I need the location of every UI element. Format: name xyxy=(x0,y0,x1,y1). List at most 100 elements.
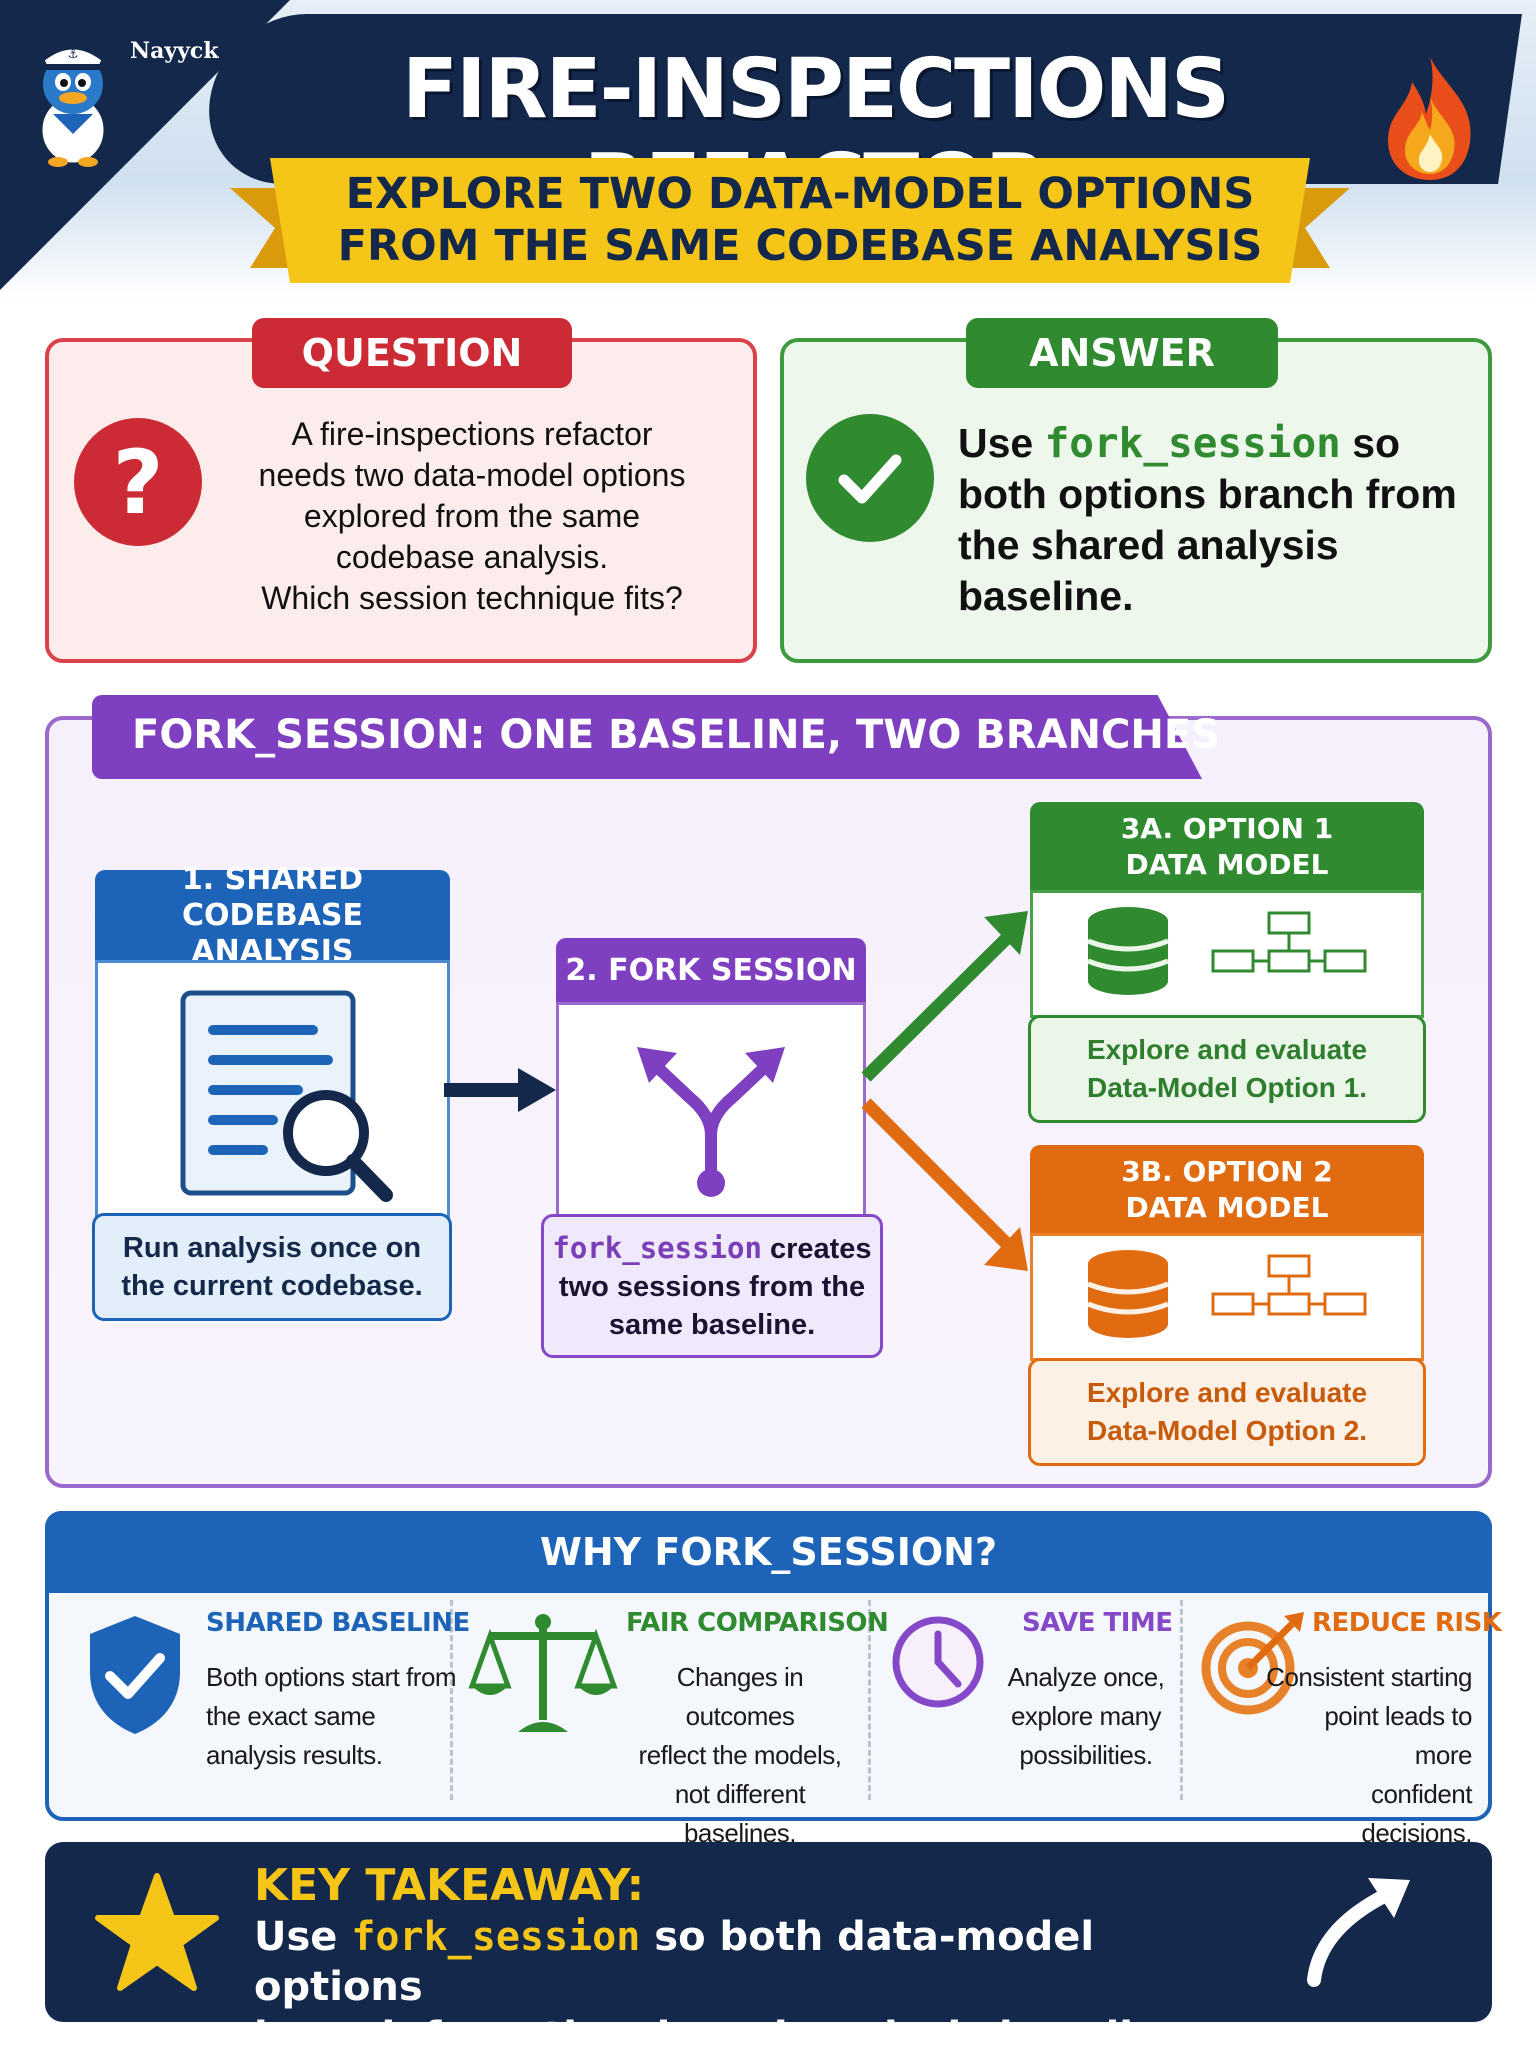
takeaway-panel xyxy=(45,1842,1492,2022)
subtitle-line-2: FROM THE SAME CODEBASE ANALYSIS xyxy=(337,221,1263,271)
why-item-3-text: Analyze once, explore many possibilities… xyxy=(996,1658,1176,1775)
option2-caption: Explore and evaluate Data-Model Option 2… xyxy=(1028,1358,1426,1466)
step1-header: 1. SHARED CODEBASE ANALYSIS xyxy=(95,862,450,969)
svg-text:⚓: ⚓ xyxy=(68,47,79,61)
why-item-1-line-3: analysis results. xyxy=(206,1740,383,1770)
arrow-to-option2-head xyxy=(984,1227,1028,1271)
step1-caption-line-2: the current codebase. xyxy=(121,1270,423,1302)
option2-title-line-1: 3B. OPTION 2 xyxy=(1121,1155,1333,1188)
step1-title-line-1: 1. SHARED CODEBASE xyxy=(181,862,364,933)
answer-tag: ANSWER xyxy=(966,318,1278,388)
step1-caption: Run analysis once on the current codebas… xyxy=(92,1213,452,1321)
fork-branch-icon xyxy=(637,1047,785,1197)
step1-caption-line-1: Run analysis once on xyxy=(122,1232,422,1264)
question-tag: QUESTION xyxy=(252,318,572,388)
option1-body xyxy=(1030,890,1424,1018)
why-item-4-title: REDUCE RISK xyxy=(1312,1608,1502,1638)
step1-body xyxy=(95,960,450,1218)
question-line-5: Which session technique fits? xyxy=(261,580,683,616)
why-item-1-title: SHARED BASELINE xyxy=(206,1608,470,1638)
why-divider xyxy=(1180,1600,1183,1800)
step2-caption-code: fork_session xyxy=(552,1230,762,1265)
question-line-2: needs two data-model options xyxy=(258,457,686,493)
database-icon xyxy=(1087,907,1169,995)
step2-header: 2. FORK SESSION xyxy=(556,938,866,1004)
takeaway-line-2: branch from the shared analysis baseline… xyxy=(254,2014,1204,2048)
step2-body xyxy=(556,1002,866,1224)
question-line-1: A fire-inspections refactor xyxy=(291,416,653,452)
why-item-2-line-1: Changes in outcomes xyxy=(676,1662,804,1731)
takeaway-code: fork_session xyxy=(351,1914,641,1960)
option2-title-line-2: DATA MODEL xyxy=(1125,1191,1329,1224)
why-item-3-title: SAVE TIME xyxy=(1022,1608,1173,1638)
why-item-2-line-2: reflect the models, xyxy=(638,1740,842,1770)
why-item-1-line-1: Both options start from xyxy=(206,1662,457,1692)
takeaway-title: KEY TAKEAWAY: xyxy=(254,1860,645,1911)
takeaway-text: Use fork_session so both data-model opti… xyxy=(254,1912,1254,2048)
schema-diagram-icon xyxy=(1211,1254,1367,1316)
why-item-2-text: Changes in outcomes reflect the models, … xyxy=(620,1658,860,1853)
answer-suffix: so both options branch from the shared a… xyxy=(958,420,1457,619)
subtitle: EXPLORE TWO DATA-MODEL OPTIONS FROM THE … xyxy=(300,168,1300,272)
option1-caption-line-1: Explore and evaluate xyxy=(1086,1034,1368,1065)
subtitle-line-1: EXPLORE TWO DATA-MODEL OPTIONS xyxy=(345,169,1255,219)
arrow-right-icon xyxy=(444,1068,556,1112)
database-icon xyxy=(1087,1250,1169,1338)
option1-header: 3A. OPTION 1 DATA MODEL xyxy=(1030,802,1424,892)
step2-caption-line-2: two sessions from the xyxy=(558,1270,866,1303)
why-item-4-line-1: Consistent starting xyxy=(1266,1662,1472,1692)
why-divider xyxy=(868,1600,871,1800)
fire-icon xyxy=(1388,57,1471,180)
question-line-3: explored from the same xyxy=(303,498,641,534)
arrow-to-option1-head xyxy=(984,911,1028,955)
checkmark-icon xyxy=(806,414,934,542)
question-line-4: codebase analysis. xyxy=(335,539,609,575)
arrow-to-option1 xyxy=(862,930,1015,1082)
fork-title: FORK_SESSION: ONE BASELINE, TWO BRANCHES xyxy=(132,712,1220,758)
takeaway-suffix: so both data-model options xyxy=(254,1914,1095,2010)
why-item-3-line-3: possibilities. xyxy=(1019,1740,1153,1770)
option1-caption-line-2: Data-Model Option 1. xyxy=(1086,1072,1367,1103)
option2-icons xyxy=(1087,1250,1367,1338)
option1-icons xyxy=(1087,907,1367,995)
why-divider xyxy=(450,1600,453,1800)
why-item-3-line-1: Analyze once, xyxy=(1007,1662,1165,1692)
option2-header: 3B. OPTION 2 DATA MODEL xyxy=(1030,1145,1424,1235)
schema-diagram-icon xyxy=(1211,911,1367,973)
branch-arrows xyxy=(862,911,1028,1271)
why-item-4-line-2: point leads to more xyxy=(1324,1701,1472,1770)
star-icon xyxy=(95,1873,219,1991)
shield-check-icon xyxy=(90,1616,180,1734)
why-item-4-text: Consistent starting point leads to more … xyxy=(1262,1658,1472,1853)
why-item-3-line-2: explore many xyxy=(1010,1701,1162,1731)
option1-caption: Explore and evaluate Data-Model Option 1… xyxy=(1028,1015,1426,1123)
option1-title-line-1: 3A. OPTION 1 xyxy=(1120,812,1334,845)
step2-caption-line-3: same baseline. xyxy=(608,1308,816,1341)
answer-prefix: Use xyxy=(958,420,1045,466)
scales-icon xyxy=(468,1614,618,1732)
question-text: A fire-inspections refactor needs two da… xyxy=(212,414,732,619)
clock-icon xyxy=(892,1616,984,1708)
curved-arrow-icon xyxy=(1307,1878,1410,1987)
step2-caption-line-1: creates xyxy=(761,1232,872,1265)
why-item-2-title: FAIR COMPARISON xyxy=(626,1608,889,1638)
option2-caption-line-1: Explore and evaluate xyxy=(1086,1377,1368,1408)
option1-title-line-2: DATA MODEL xyxy=(1125,848,1329,881)
why-item-1-text: Both options start from the exact same a… xyxy=(206,1658,457,1775)
answer-text: Use fork_session so both options branch … xyxy=(958,418,1458,622)
subtitle-ribbon xyxy=(230,158,1350,283)
fork-title-tab xyxy=(92,695,1202,779)
sailor-duck-mascot-icon: ⚓ xyxy=(39,46,107,167)
takeaway-prefix: Use xyxy=(254,1914,352,1960)
arrow-to-option2 xyxy=(862,1098,1015,1252)
option2-body xyxy=(1030,1233,1424,1361)
target-icon xyxy=(1201,1612,1304,1715)
question-mark-icon: ? xyxy=(74,418,202,546)
step2-caption: fork_session creates two sessions from t… xyxy=(541,1214,883,1358)
document-search-icon xyxy=(180,990,393,1202)
mascot-label: Nayyck xyxy=(130,38,219,64)
why-item-1-line-2: the exact same xyxy=(206,1701,376,1731)
option2-caption-line-2: Data-Model Option 2. xyxy=(1086,1415,1367,1446)
answer-code: fork_session xyxy=(1044,419,1341,467)
why-title: WHY FORK_SESSION? xyxy=(45,1511,1492,1593)
